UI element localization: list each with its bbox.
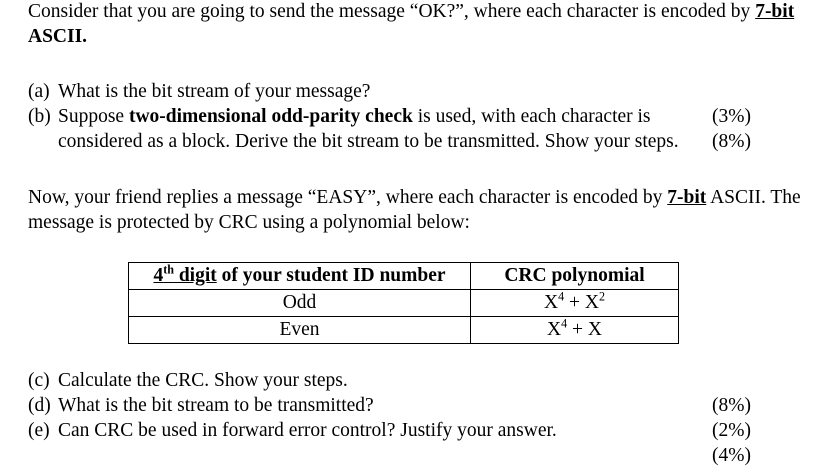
header-digit-word: digit (173, 265, 217, 286)
question-percent-d: (2%) (712, 420, 751, 441)
poly-odd-term1-base: X (543, 292, 559, 313)
cell-parity-even: Even (128, 316, 471, 344)
friend-reply-paragraph: Now, your friend replies a message “EASY… (28, 185, 808, 235)
poly-even-term1-base: X (547, 319, 562, 340)
question-item-c: (c) Calculate the CRC. Show your steps. … (28, 368, 808, 416)
question-item-b: (b) Suppose two-dimensional odd-parity c… (28, 104, 808, 154)
header-rest: of your student ID number (216, 265, 446, 286)
header-digit-ordinal: th (163, 262, 174, 277)
question-text-e: Can CRC be used in forward error control… (58, 420, 557, 441)
intro-text-after: ASCII. (28, 26, 88, 47)
table-row: Even X4 + X (128, 316, 679, 344)
question-b-text-before: Suppose (58, 106, 129, 127)
question-item-a: (a) What is the bit stream of your messa… (28, 79, 808, 127)
question-percent-c: (8%) (712, 395, 751, 416)
header-digit-number: 4 (153, 265, 164, 286)
question-item-e: (e) Can CRC be used in forward error con… (28, 418, 808, 466)
question-marker-a: (a) (28, 81, 50, 102)
crc-polynomial-table: 4th digit of your student ID number CRC … (128, 262, 679, 344)
question-text-a: What is the bit stream of your message? (58, 81, 371, 102)
table-header-crc-polynomial: CRC polynomial (470, 262, 679, 290)
cell-parity-odd: Odd (128, 289, 471, 317)
poly-odd-term1-exp: 4 (558, 289, 565, 304)
question-marker-c: (c) (28, 370, 50, 391)
question-b-text-after: is used, with each character is consider… (58, 106, 679, 152)
question-marker-b: (b) (28, 106, 51, 127)
poly-even-term1-exp: 4 (561, 316, 568, 331)
intro-emphasis-7bit: 7-bit (755, 1, 795, 22)
question-percent-b: (8%) (712, 131, 751, 152)
question-text-c: Calculate the CRC. Show your steps. (58, 370, 348, 391)
poly-even-term2-base: X (587, 319, 602, 340)
cell-polynomial-even: X4 + X (470, 316, 679, 344)
header-underlined-part: 4th digit (153, 262, 217, 286)
question-percent-a: (3%) (712, 106, 751, 127)
question-item-d: (d) What is the bit stream to be transmi… (28, 393, 808, 441)
intro-paragraph: Consider that you are going to send the … (28, 0, 808, 49)
friend-emphasis-7bit: 7-bit (667, 187, 707, 208)
question-b-emphasis: two-dimensional odd-parity check (128, 106, 413, 127)
intro-text-before: Consider that you are going to send the … (28, 1, 756, 22)
cell-polynomial-odd: X4 + X2 (470, 289, 679, 317)
poly-even-operator: + (567, 319, 588, 340)
friend-text-middle: ASCII. The message is protected by CRC u… (28, 187, 801, 233)
table-row: Odd X4 + X2 (128, 289, 679, 317)
question-percent-e: (4%) (712, 445, 751, 466)
question-marker-e: (e) (28, 420, 50, 441)
table-header-row: 4th digit of your student ID number CRC … (128, 262, 679, 290)
friend-text-before: Now, your friend replies a message “EASY… (28, 187, 668, 208)
table-header-student-id-digit: 4th digit of your student ID number (128, 262, 471, 290)
question-text-b: Suppose two-dimensional odd-parity check… (58, 104, 700, 154)
poly-odd-operator: + (564, 292, 585, 313)
question-marker-d: (d) (28, 395, 51, 416)
question-text-d: What is the bit stream to be transmitted… (58, 395, 374, 416)
poly-odd-term2-exp: 2 (598, 289, 606, 304)
poly-odd-term2-base: X (584, 292, 599, 313)
